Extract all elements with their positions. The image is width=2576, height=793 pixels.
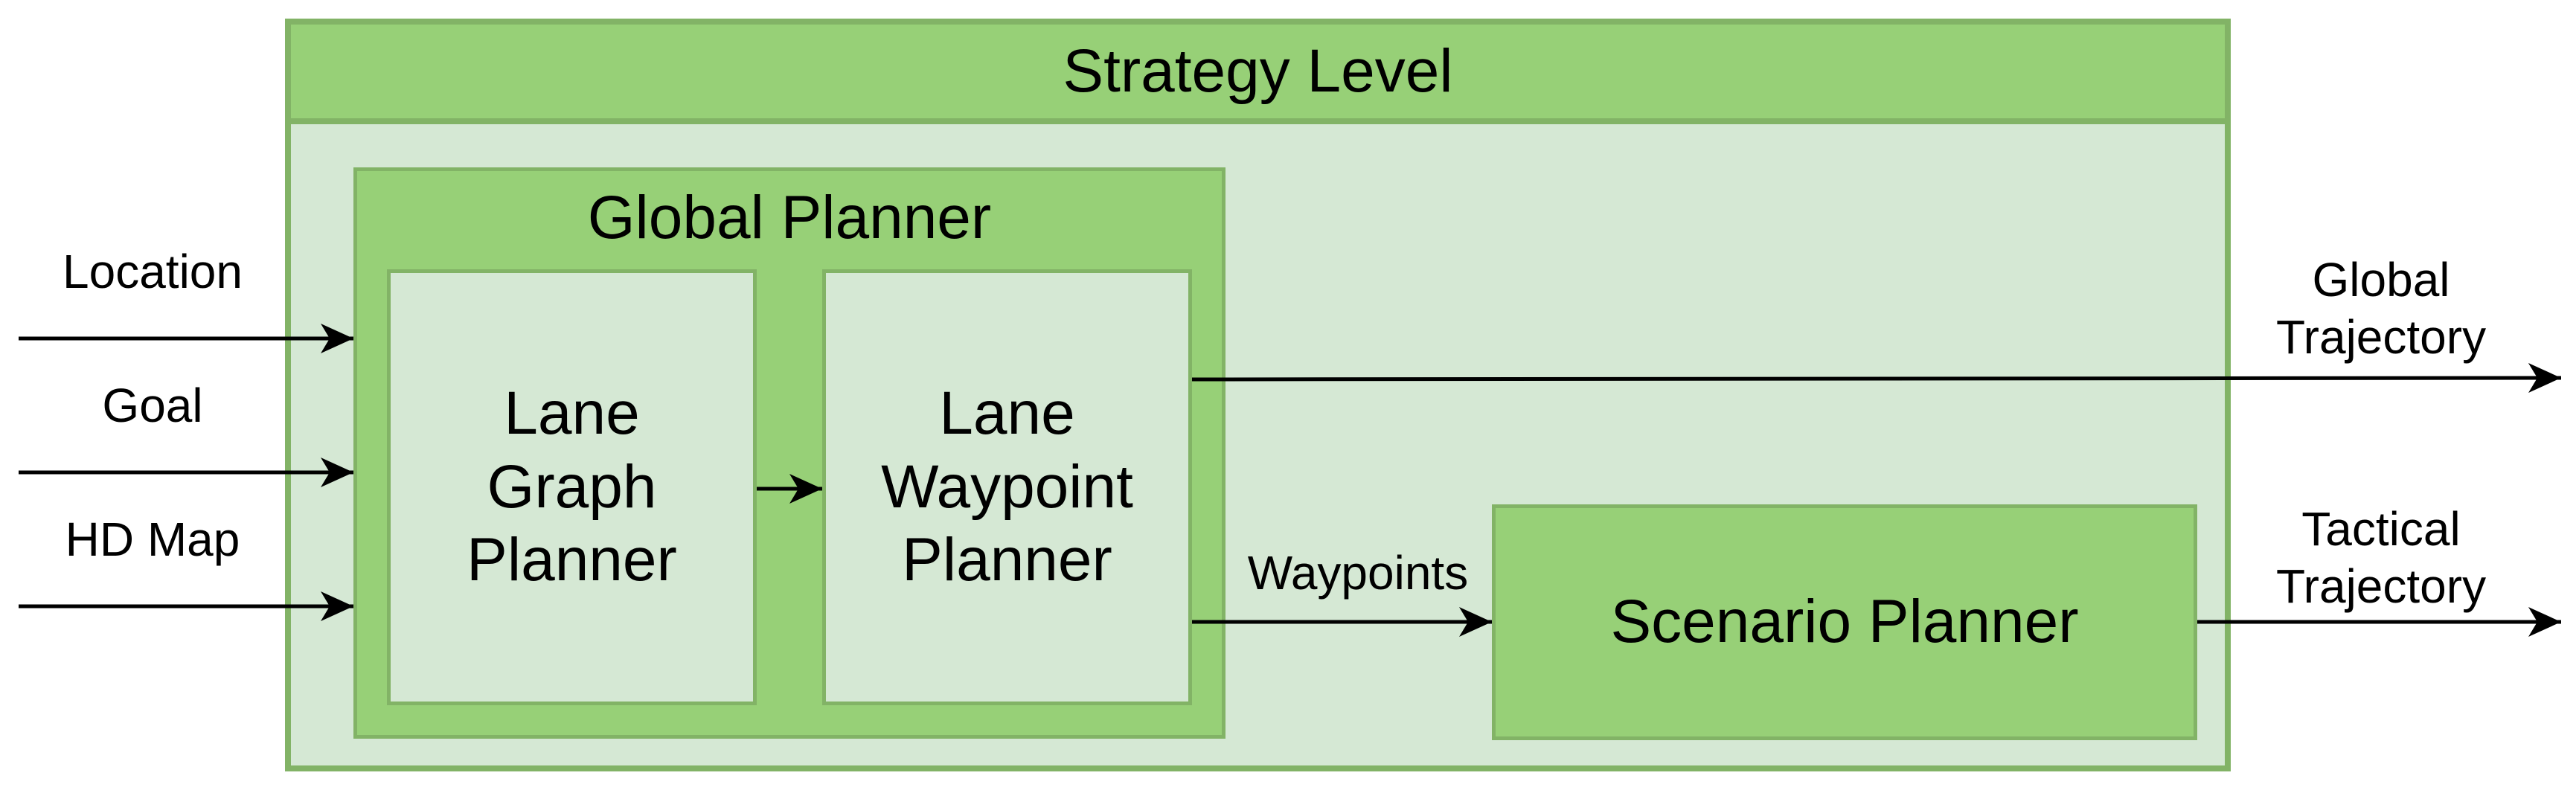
scenario-planner-box (1492, 504, 2197, 740)
lane-graph-planner-label: Lane Graph Planner (467, 379, 677, 594)
waypoints-edge-label: Waypoints (1247, 545, 1469, 600)
input-hd-map-label: HD Map (65, 512, 240, 566)
input-location-label: Location (63, 244, 243, 298)
output-tactical-trajectory-label: Tactical Trajectory (2275, 502, 2487, 613)
strategy-level-title: Strategy Level (1063, 36, 1453, 105)
lane-waypoint-planner-label: Lane Waypoint Planner (881, 379, 1133, 594)
strategy-level-header (285, 19, 2231, 124)
arrow-global-trajectory (1191, 363, 2562, 394)
global-planner-title: Global Planner (587, 183, 992, 251)
input-goal-label: Goal (102, 378, 203, 432)
lane-graph-planner-box (387, 269, 757, 705)
output-global-trajectory-label: Global Trajectory (2275, 253, 2487, 364)
lane-waypoint-planner-box (822, 269, 1192, 705)
scenario-planner-label: Scenario Planner (1610, 588, 2079, 656)
